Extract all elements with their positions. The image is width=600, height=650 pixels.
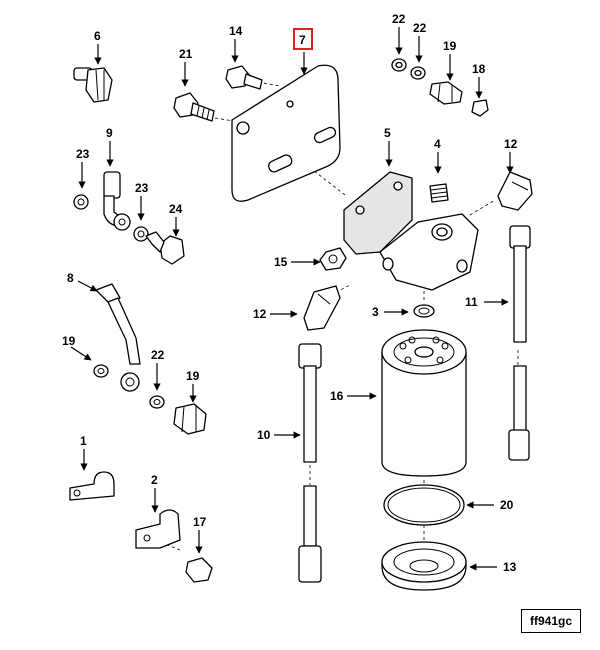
part-12-elbow-left	[303, 285, 341, 331]
part-12-elbow-right	[497, 171, 533, 211]
callout-19c[interactable]: 19	[186, 369, 200, 383]
callout-4[interactable]: 4	[434, 137, 441, 151]
part-23-washers	[73, 194, 149, 242]
callout-19a[interactable]: 19	[443, 39, 457, 53]
diagram-reference-code: ff941gc	[521, 609, 581, 633]
callout-20[interactable]: 20	[500, 498, 514, 512]
callout-18[interactable]: 18	[472, 62, 486, 76]
callout-13[interactable]: 13	[503, 560, 517, 574]
callout-12b[interactable]: 12	[253, 307, 267, 321]
part-16-filter	[381, 329, 467, 477]
part-3-gasket	[413, 304, 435, 318]
callout-2[interactable]: 2	[151, 473, 158, 487]
callout-22b[interactable]: 22	[413, 21, 427, 35]
callout-8[interactable]: 8	[67, 271, 74, 285]
part-7-mounting-plate	[231, 64, 341, 202]
part-19-fitting-top	[429, 81, 463, 105]
part-8-line	[95, 283, 141, 392]
callout-11[interactable]: 11	[465, 295, 478, 309]
part-22-washers-top	[391, 58, 426, 80]
callout-15[interactable]: 15	[274, 255, 288, 269]
callout-1[interactable]: 1	[80, 434, 87, 448]
callout-14[interactable]: 14	[229, 24, 243, 38]
callout-22a[interactable]: 22	[392, 12, 406, 26]
callout-23b[interactable]: 23	[135, 181, 149, 195]
part-10-hose	[298, 343, 322, 583]
leader-arrows	[70, 27, 514, 571]
callout-24[interactable]: 24	[169, 202, 183, 216]
part-5-filter-head	[343, 171, 479, 291]
part-19-22-fittings-left	[93, 364, 207, 435]
callout-9[interactable]: 9	[106, 126, 113, 140]
callout-12a[interactable]: 12	[504, 137, 518, 151]
part-21-bolt	[173, 92, 215, 122]
callout-23a[interactable]: 23	[76, 147, 90, 161]
callout-16[interactable]: 16	[330, 389, 344, 403]
callout-22c[interactable]: 22	[151, 348, 165, 362]
callout-7[interactable]: 7	[299, 33, 306, 47]
part-18-bleed-screw	[471, 99, 489, 117]
part-13-filter-bowl	[381, 541, 467, 591]
part-1-clamp	[69, 471, 115, 501]
part-9-banjo-line	[103, 171, 131, 231]
callout-17[interactable]: 17	[193, 515, 207, 529]
callout-10[interactable]: 10	[257, 428, 271, 442]
callout-6[interactable]: 6	[94, 29, 101, 43]
part-20-o-ring	[383, 484, 465, 526]
callout-5[interactable]: 5	[384, 126, 391, 140]
part-2-clamp	[135, 509, 181, 549]
selected-callout-highlight	[293, 28, 313, 50]
part-14-bolt	[225, 65, 263, 90]
part-4-plug	[429, 183, 449, 203]
callout-3[interactable]: 3	[372, 305, 379, 319]
callout-19b[interactable]: 19	[62, 334, 76, 348]
part-24-banjo-bolt	[145, 231, 185, 265]
part-17-screw	[185, 557, 213, 583]
part-6-plug	[73, 67, 113, 103]
callout-21[interactable]: 21	[179, 47, 193, 61]
part-11-hose	[508, 225, 531, 461]
part-15-nut	[319, 247, 347, 271]
